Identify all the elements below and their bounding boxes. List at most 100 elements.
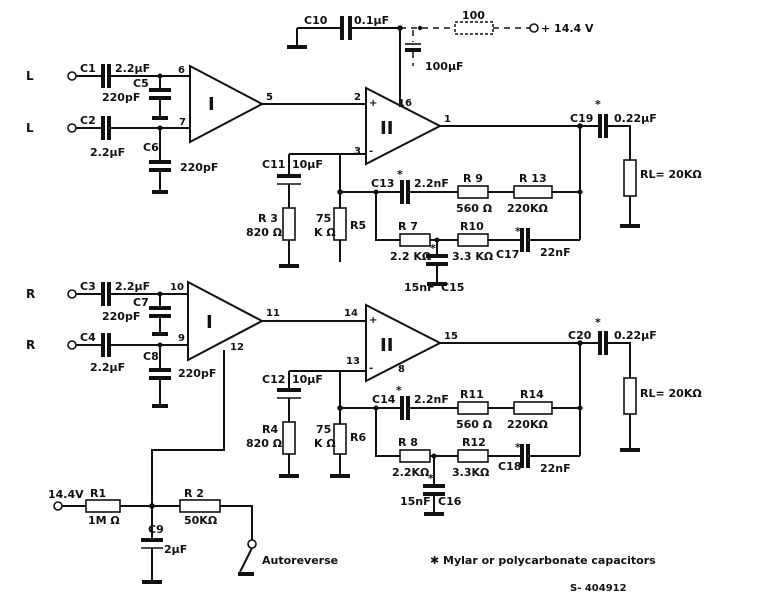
- input-l2-label: L: [26, 121, 34, 135]
- minus-r: -: [369, 363, 373, 374]
- r-100-label: 100: [462, 9, 485, 22]
- r3-label: R 3: [258, 212, 278, 225]
- c16-star: *: [428, 472, 434, 485]
- c20-label: C20: [568, 329, 592, 342]
- c8-value: 220pF: [178, 367, 216, 380]
- right-channel: R R C3 2.2µF C7 220pF C4 2.2µF C8 220pF …: [26, 280, 702, 516]
- c20-value: 0.22µF: [614, 329, 657, 342]
- r4-value: 820 Ω: [246, 437, 283, 450]
- pin-5: 5: [266, 92, 273, 103]
- c14-star: *: [396, 384, 402, 397]
- r1-label: R1: [90, 487, 106, 500]
- pin-13: 13: [346, 356, 360, 367]
- c9-label: C9: [148, 523, 164, 536]
- c19-value: 0.22µF: [614, 112, 657, 125]
- c15-value: 15nF: [404, 281, 435, 294]
- pin-15: 15: [444, 331, 458, 342]
- c3-label: C3: [80, 280, 96, 293]
- drawing-code: S- 404912: [570, 583, 627, 594]
- pin-7: 7: [179, 117, 186, 128]
- r10-value: 3.3 KΩ: [452, 250, 494, 263]
- power-amp-right-label: II: [380, 335, 393, 356]
- c14-value: 2.2nF: [414, 393, 449, 406]
- c10-value: 0.1µF: [354, 14, 389, 27]
- c9-value: 2µF: [164, 543, 187, 556]
- input-r1-label: R: [26, 287, 35, 301]
- supply-label: + 14.4 V: [541, 22, 594, 35]
- c12-label: C12: [262, 373, 285, 386]
- c11-value: 10µF: [292, 158, 323, 171]
- c6-value: 220pF: [180, 161, 218, 174]
- r11-value: 560 Ω: [456, 418, 493, 431]
- minus-l: -: [369, 146, 373, 157]
- c10-label: C10: [304, 14, 328, 27]
- r1-value: 1M Ω: [88, 514, 120, 527]
- c11-label: C11: [262, 158, 285, 171]
- pin-8: 8: [398, 364, 405, 375]
- c5-label: C5: [133, 77, 149, 90]
- r4-label: R4: [262, 423, 278, 436]
- autoreverse-label: Autoreverse: [262, 554, 338, 567]
- r9-label: R 9: [463, 172, 483, 185]
- c17-label: C17: [496, 248, 519, 261]
- r11-label: R11: [460, 388, 484, 401]
- supply-section: C10 0.1µF 100 + 14.4 V 100µF: [287, 9, 594, 98]
- pin-10: 10: [170, 282, 184, 293]
- r14-value: 220KΩ: [507, 418, 548, 431]
- r8-label: R 8: [398, 436, 418, 449]
- c12-value: 10µF: [292, 373, 323, 386]
- r2-label: R 2: [184, 487, 204, 500]
- plus-l: +: [369, 98, 377, 109]
- r5-value-num: 75: [316, 212, 331, 225]
- pin-2: 2: [354, 92, 361, 103]
- preamp-right-label: I: [206, 312, 213, 333]
- r6-value-num: 75: [316, 423, 331, 436]
- rl-right-label: RL= 20KΩ: [640, 387, 702, 400]
- rl-left-label: RL= 20KΩ: [640, 168, 702, 181]
- pin-9: 9: [178, 333, 185, 344]
- c16-value: 15nF: [400, 495, 431, 508]
- r5-value-unit: K Ω: [314, 226, 336, 239]
- r9-value: 560 Ω: [456, 202, 493, 215]
- preamp-right: [187, 280, 265, 362]
- c8-label: C8: [143, 350, 159, 363]
- power-amp-left: [365, 86, 443, 166]
- c2-label: C2: [80, 114, 96, 127]
- left-channel: L L C1 2.2µF C5 220pF C2 2.2µF C6 220pF …: [26, 62, 702, 294]
- c15-star: *: [430, 242, 436, 255]
- r12-value: 3.3KΩ: [452, 466, 490, 479]
- autoreverse-section: 14.4V R1 1M Ω R 2 50KΩ C9 2µF Autorevers…: [48, 350, 338, 584]
- c13-label: C13: [371, 177, 394, 190]
- c14-label: C14: [372, 393, 396, 406]
- input-r2-label: R: [26, 338, 35, 352]
- c7-value: 220pF: [102, 310, 140, 323]
- c13-value: 2.2nF: [414, 177, 449, 190]
- c17-value: 22nF: [540, 246, 571, 259]
- pin-6: 6: [178, 65, 185, 76]
- v144-label: 14.4V: [48, 488, 84, 501]
- c4-value: 2.2µF: [90, 361, 125, 374]
- c2-value: 2.2µF: [90, 146, 125, 159]
- power-amp-right: [365, 303, 443, 383]
- c18-label: C18: [498, 460, 521, 473]
- preamp-left: [189, 64, 265, 144]
- c15-label: C15: [441, 281, 464, 294]
- pin-14: 14: [344, 308, 358, 319]
- r14-label: R14: [520, 388, 544, 401]
- preamp-left-label: I: [208, 94, 215, 115]
- c20-star: *: [595, 316, 601, 329]
- c1-label: C1: [80, 62, 96, 75]
- pin-3: 3: [354, 146, 361, 157]
- r13-label: R 13: [519, 172, 547, 185]
- mylar-note: ✱ Mylar or polycarbonate capacitors: [430, 554, 656, 567]
- r8-value: 2.2KΩ: [392, 466, 430, 479]
- r7-label: R 7: [398, 220, 418, 233]
- r5-label: R5: [350, 219, 366, 232]
- c4-label: C4: [80, 331, 96, 344]
- c6-label: C6: [143, 141, 159, 154]
- c18-value: 22nF: [540, 462, 571, 475]
- c17-star: *: [515, 225, 521, 238]
- r3-value: 820 Ω: [246, 226, 283, 239]
- c13-star: *: [397, 168, 403, 181]
- plus-r: +: [369, 315, 377, 326]
